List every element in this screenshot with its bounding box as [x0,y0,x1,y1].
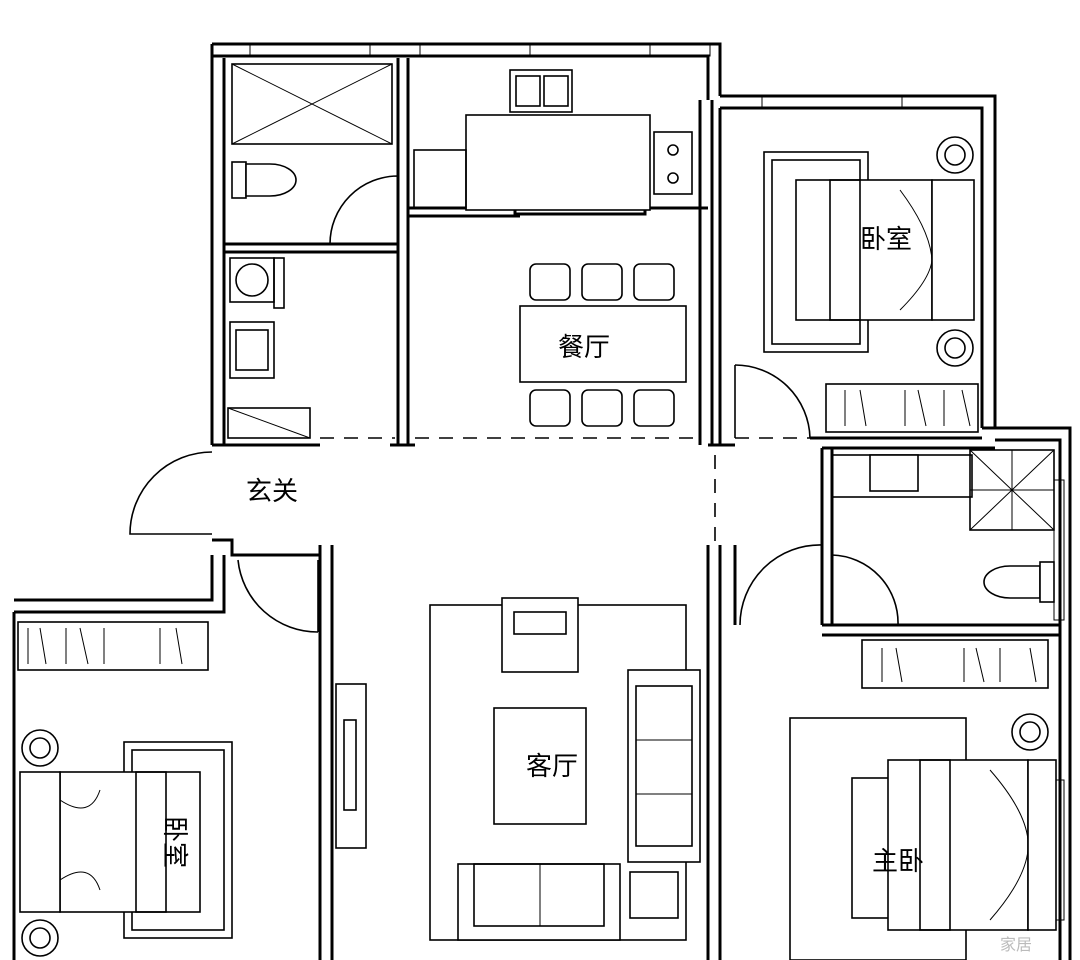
room-label-bedroom-ne: 卧室 [860,225,912,255]
sink-icon [869,454,919,492]
bathroom-1 [227,63,393,439]
dining-table [519,305,687,383]
wardrobe [825,383,979,433]
lamp-icon [936,136,974,174]
bedroom-ne: 卧室 [763,136,979,433]
sink-icon [509,69,573,113]
lamp-icon [21,919,59,957]
sofa-side [627,669,701,863]
bed [59,771,201,913]
tv-icon [343,719,357,811]
chairs-top [529,263,675,301]
room-label-dining: 餐厅 [558,333,610,363]
lamp-icon [936,329,974,367]
toilet-icon [245,163,297,197]
stove-icon [653,131,693,195]
bathroom-2 [831,449,1055,603]
kitchen [413,69,693,211]
tv-cabinet [335,683,367,849]
coffee-table [493,707,587,825]
dining-room: 餐厅 [519,263,687,427]
toilet-icon [983,565,1041,599]
lamp-icon [21,729,59,767]
room-label-master: 主卧 [872,847,924,877]
bed [887,759,1029,931]
bedroom-sw: 卧室 [17,621,233,957]
armchair [501,597,579,673]
room-label-living: 客厅 [526,752,578,782]
washer-icon [235,263,269,297]
master-bedroom: 主卧 [789,639,1057,960]
room-label-foyer: 玄关 [246,477,298,507]
openings [320,437,810,545]
room-label-bedroom-sw: 卧室 [159,816,189,868]
lamp-icon [1011,713,1049,751]
doors [129,175,899,633]
chairs-bottom [529,389,675,427]
wardrobe [17,621,209,671]
sofa [457,863,621,941]
wardrobe [861,639,1049,689]
watermark: 家居 [1000,935,1032,954]
living-room: 客厅 [335,597,701,941]
